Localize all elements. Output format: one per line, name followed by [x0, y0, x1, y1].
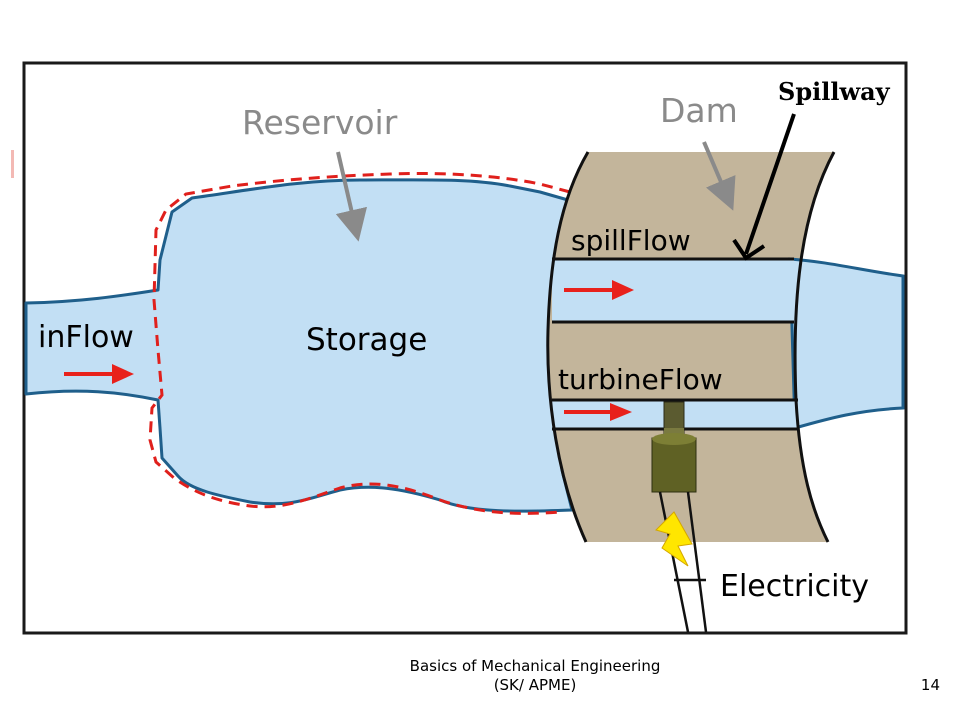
- flow-arrow-icon: [564, 280, 634, 300]
- flow-arrow-icon: [64, 364, 134, 384]
- dam-upstream-face: [546, 151, 590, 543]
- generator-icon: [651, 401, 697, 493]
- dam-label: Dam: [660, 91, 738, 130]
- spillway-label: Spillway: [778, 77, 891, 106]
- lightning-bolt-icon: [655, 511, 693, 567]
- water-body: [24, 178, 574, 513]
- control-volume-boundary: [148, 171, 571, 515]
- footer-caption: Basics of Mechanical Engineering (SK/ AP…: [330, 657, 740, 695]
- storage-label: Storage: [306, 322, 427, 358]
- edge-mark: [11, 150, 14, 178]
- flow-arrow-icon: [564, 403, 632, 421]
- power-line: [658, 491, 708, 633]
- turbineflow-label: turbineFlow: [558, 363, 723, 396]
- spillway-pointer-icon: [732, 113, 796, 261]
- spillflow-label: spillFlow: [571, 224, 691, 257]
- electricity-label: Electricity: [720, 569, 869, 604]
- slide-number: 14: [920, 676, 940, 694]
- inflow-label: inFlow: [38, 320, 134, 355]
- dam-body: [547, 152, 834, 542]
- dam-downstream-face: [793, 151, 836, 543]
- footer-line-1: Basics of Mechanical Engineering: [409, 657, 661, 675]
- footer-line-2: (SK/ APME): [493, 676, 577, 694]
- pointer-arrow-icon: [702, 141, 736, 211]
- reservoir-label: Reservoir: [242, 103, 398, 142]
- pointer-arrow-icon: [335, 151, 368, 242]
- outflow-water: [788, 257, 905, 430]
